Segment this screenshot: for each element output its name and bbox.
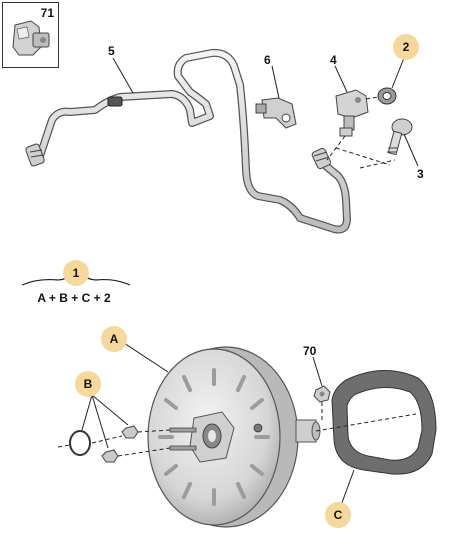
brake-booster bbox=[147, 346, 321, 528]
leader-a bbox=[123, 342, 169, 373]
vacuum-hose bbox=[25, 48, 351, 234]
assembly-lines-bottom bbox=[57, 402, 417, 457]
badge-2: 2 bbox=[393, 34, 419, 60]
label-4: 4 bbox=[330, 53, 337, 67]
leader-2 bbox=[391, 57, 405, 89]
label-3: 3 bbox=[417, 167, 424, 181]
leader-b bbox=[81, 394, 129, 449]
leader-4 bbox=[334, 65, 348, 93]
leader-70 bbox=[312, 356, 323, 387]
label-6: 6 bbox=[264, 53, 271, 67]
part-c-seal bbox=[331, 369, 437, 475]
kit-formula: A + B + C + 2 bbox=[37, 291, 111, 305]
part-b-oring bbox=[69, 430, 91, 456]
assembly-lines-top bbox=[326, 96, 396, 169]
part-2-grommet bbox=[377, 87, 397, 105]
leader-5 bbox=[112, 57, 134, 94]
part-3-valve bbox=[387, 118, 413, 156]
label-70: 70 bbox=[303, 344, 317, 358]
part-6-clip bbox=[255, 97, 297, 129]
part-b-nuts bbox=[101, 425, 139, 463]
badge-1: 1 bbox=[63, 260, 89, 286]
badge-b: B bbox=[75, 371, 101, 397]
leader-6 bbox=[271, 65, 280, 99]
inset-clip-icon bbox=[12, 20, 50, 56]
label-5: 5 bbox=[108, 44, 115, 58]
leader-c bbox=[339, 469, 355, 509]
badge-a: A bbox=[101, 326, 127, 352]
badge-c: C bbox=[325, 502, 351, 528]
leader-3 bbox=[403, 133, 419, 167]
part-4-valve bbox=[335, 89, 369, 137]
inset-box-71: 71 bbox=[2, 2, 59, 68]
part-70-nut bbox=[313, 385, 331, 403]
inset-number: 71 bbox=[40, 6, 54, 20]
